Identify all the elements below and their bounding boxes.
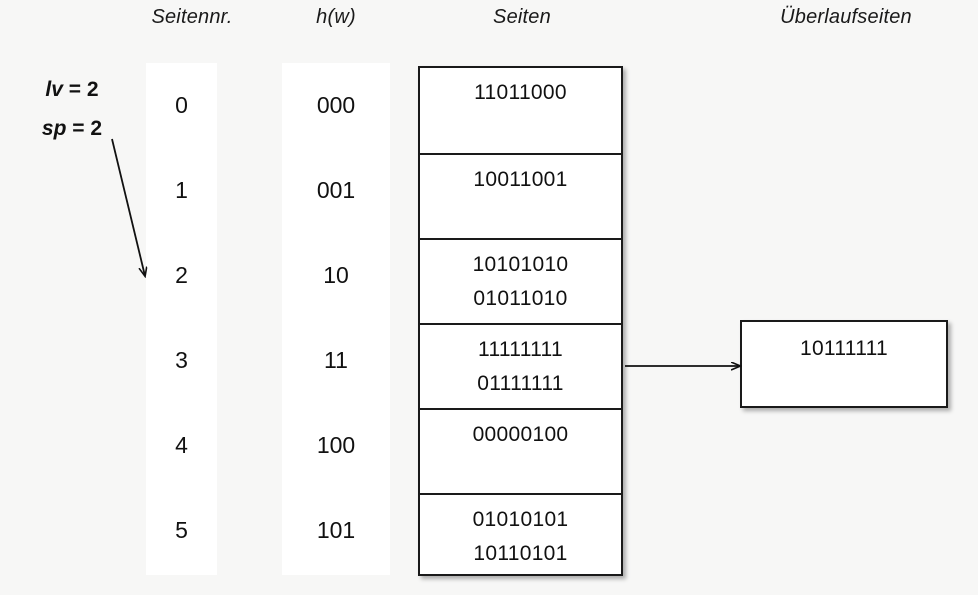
page-row: 00000100 xyxy=(420,408,621,493)
page-value: 01111111 xyxy=(477,372,564,395)
parameter-labels: lv = 2 sp = 2 xyxy=(14,70,130,148)
hw-cell: 000 xyxy=(316,92,356,118)
seitennr-cell: 3 xyxy=(175,347,188,373)
page-value: 11111111 xyxy=(478,338,563,361)
hw-cell: 101 xyxy=(316,517,356,543)
parameter-lv-name: lv xyxy=(45,78,63,101)
page-value: 01010101 xyxy=(472,508,569,531)
parameter-sp-value: = 2 xyxy=(66,117,103,140)
sp-pointer-arrow xyxy=(111,138,145,276)
page-row: 10011001 xyxy=(420,153,621,238)
hw-cell: 11 xyxy=(324,347,348,373)
seitennr-cell: 5 xyxy=(175,517,188,543)
column-header-seiten: Seiten xyxy=(493,6,551,28)
page-value: 10110101 xyxy=(473,542,568,565)
column-header-ueberlaufseiten: Überlaufseiten xyxy=(780,6,912,28)
page-value: 00000100 xyxy=(472,423,569,446)
parameter-sp-name: sp xyxy=(41,117,67,140)
page-value: 10011001 xyxy=(473,168,568,191)
parameter-lv-value: = 2 xyxy=(62,78,99,101)
seitennr-cell: 2 xyxy=(175,262,188,288)
pages-table: 11011000 10011001 10101010 01011010 1111… xyxy=(418,66,623,576)
seitennr-cell: 0 xyxy=(175,92,188,118)
overflow-page-value: 10111111 xyxy=(799,337,889,360)
parameter-sp: sp = 2 xyxy=(14,109,130,148)
hw-cell: 10 xyxy=(323,262,349,288)
column-hw: 000 001 10 11 100 101 xyxy=(282,63,390,575)
page-value: 01011010 xyxy=(473,287,568,310)
seitennr-cell: 1 xyxy=(175,177,188,203)
column-seitennr: 0 1 2 3 4 5 xyxy=(146,63,217,575)
page-row: 01010101 10110101 xyxy=(420,493,621,578)
hw-cell: 100 xyxy=(316,432,356,458)
page-row: 11111111 01111111 xyxy=(420,323,621,408)
column-header-hw: h(w) xyxy=(316,6,356,28)
overflow-page-box: 10111111 xyxy=(740,320,948,408)
parameter-lv: lv = 2 xyxy=(14,70,130,109)
seitennr-cell: 4 xyxy=(175,432,188,458)
column-header-seitennr: Seitennr. xyxy=(151,6,233,28)
page-row: 11011000 xyxy=(420,68,621,153)
page-value: 11011000 xyxy=(474,81,567,104)
page-value: 10101010 xyxy=(472,253,569,276)
page-row: 10101010 01011010 xyxy=(420,238,621,323)
hw-cell: 001 xyxy=(316,177,356,203)
